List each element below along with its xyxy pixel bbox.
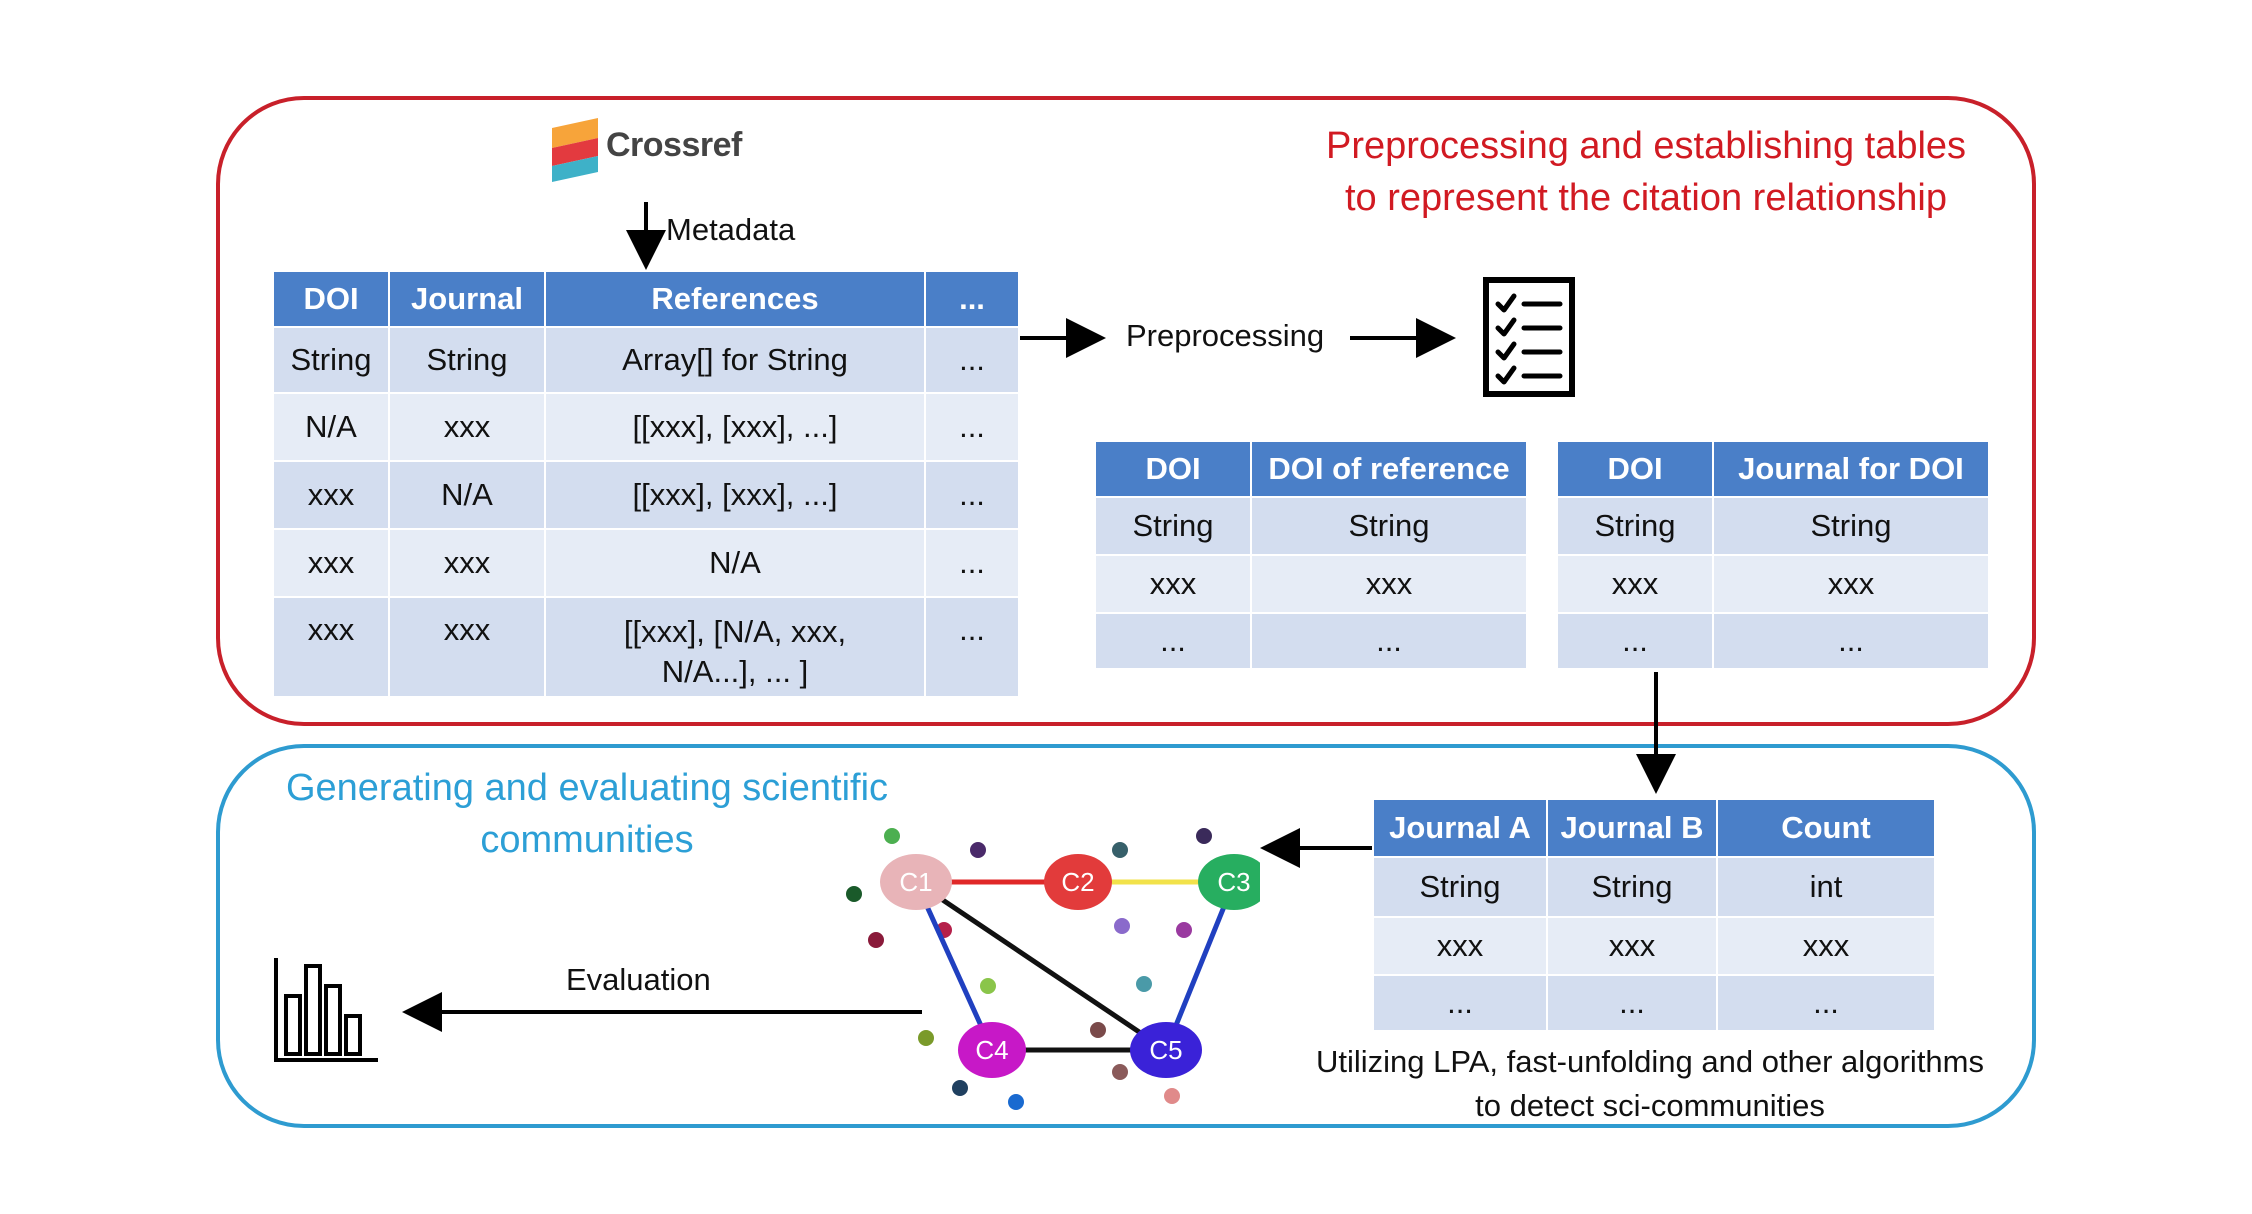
graph-node-label: C2 <box>1061 867 1094 897</box>
evaluation-label: Evaluation <box>566 962 711 997</box>
journal-pair-table: Journal A Journal B Count String String … <box>1372 798 1936 1032</box>
graph-dot <box>1114 918 1130 934</box>
table-row: N/A xxx [[xxx], [xxx], ...] ... <box>272 392 1020 462</box>
graph-node-c5: C5 <box>1130 1022 1202 1078</box>
journal-table: DOI Journal for DOI String String xxx xx… <box>1556 440 1990 670</box>
table-row: ... ... <box>1556 612 1990 670</box>
community-panel <box>216 744 2036 1128</box>
header-doi: DOI <box>272 270 390 328</box>
graph-node-c3: C3 <box>1198 854 1260 910</box>
bar-chart-icon <box>274 958 378 1062</box>
table-row: String String int <box>1372 856 1936 918</box>
table-row: ... ... ... <box>1372 974 1936 1032</box>
graph-node-label: C3 <box>1217 867 1250 897</box>
crossref-logo-icon <box>552 118 598 182</box>
header-references: References <box>544 270 926 328</box>
header-journal: Journal <box>388 270 546 328</box>
graph-dot <box>1112 842 1128 858</box>
table-row: String String <box>1094 496 1528 556</box>
crossref-logo-text: Crossref <box>606 126 742 164</box>
table-row: xxx xxx xxx <box>1372 916 1936 976</box>
table-row: xxx xxx <box>1556 554 1990 614</box>
graph-dot <box>846 886 862 902</box>
graph-dot <box>1090 1022 1106 1038</box>
graph-dot <box>1164 1088 1180 1104</box>
table-row: ... ... <box>1094 612 1528 670</box>
header-more: ... <box>924 270 1020 328</box>
preprocessing-panel <box>216 96 2036 726</box>
algorithms-caption: Utilizing LPA, fast-unfolding and other … <box>1316 1044 1984 1123</box>
graph-dot <box>970 842 986 858</box>
community-title: Generating and evaluating scientific com… <box>285 767 889 861</box>
graph-dot <box>884 828 900 844</box>
table-row: xxx xxx [[xxx], [N/A, xxx, N/A...], ... … <box>272 596 1020 698</box>
graph-dot <box>952 1080 968 1096</box>
graph-edge-c1-c5 <box>914 879 1168 1053</box>
graph-dot <box>1112 1064 1128 1080</box>
table-row: xxx xxx <box>1094 554 1528 614</box>
metadata-label: Metadata <box>666 212 796 247</box>
graph-dot <box>1136 976 1152 992</box>
preprocessing-label: Preprocessing <box>1126 318 1325 353</box>
graph-node-label: C1 <box>899 867 932 897</box>
graph-edge-c1-c4 <box>913 880 995 1052</box>
citation-table: DOI DOI of reference String String xxx x… <box>1094 440 1528 670</box>
metadata-table: DOI Journal References ... String String… <box>272 270 1020 698</box>
graph-dot <box>1196 828 1212 844</box>
graph-dot <box>1008 1094 1024 1110</box>
graph-edge-c3-c5 <box>1163 881 1237 1051</box>
graph-node-label: C5 <box>1149 1035 1182 1065</box>
table-row: xxx xxx N/A ... <box>272 528 1020 598</box>
graph-node-c1: C1 <box>880 854 952 910</box>
graph-dot <box>1176 922 1192 938</box>
graph-dot <box>868 932 884 948</box>
checklist-icon <box>1483 277 1575 397</box>
graph-dot <box>918 1030 934 1046</box>
preprocessing-title: Preprocessing and establishing tables to… <box>1325 125 1967 219</box>
graph-node-label: C4 <box>975 1035 1008 1065</box>
table-row: String String Array[] for String ... <box>272 326 1020 394</box>
graph-node-c4: C4 <box>958 1022 1026 1078</box>
graph-node-c2: C2 <box>1044 854 1112 910</box>
table-row: xxx N/A [[xxx], [xxx], ...] ... <box>272 460 1020 530</box>
graph-dot <box>980 978 996 994</box>
table-row: String String <box>1556 496 1990 556</box>
